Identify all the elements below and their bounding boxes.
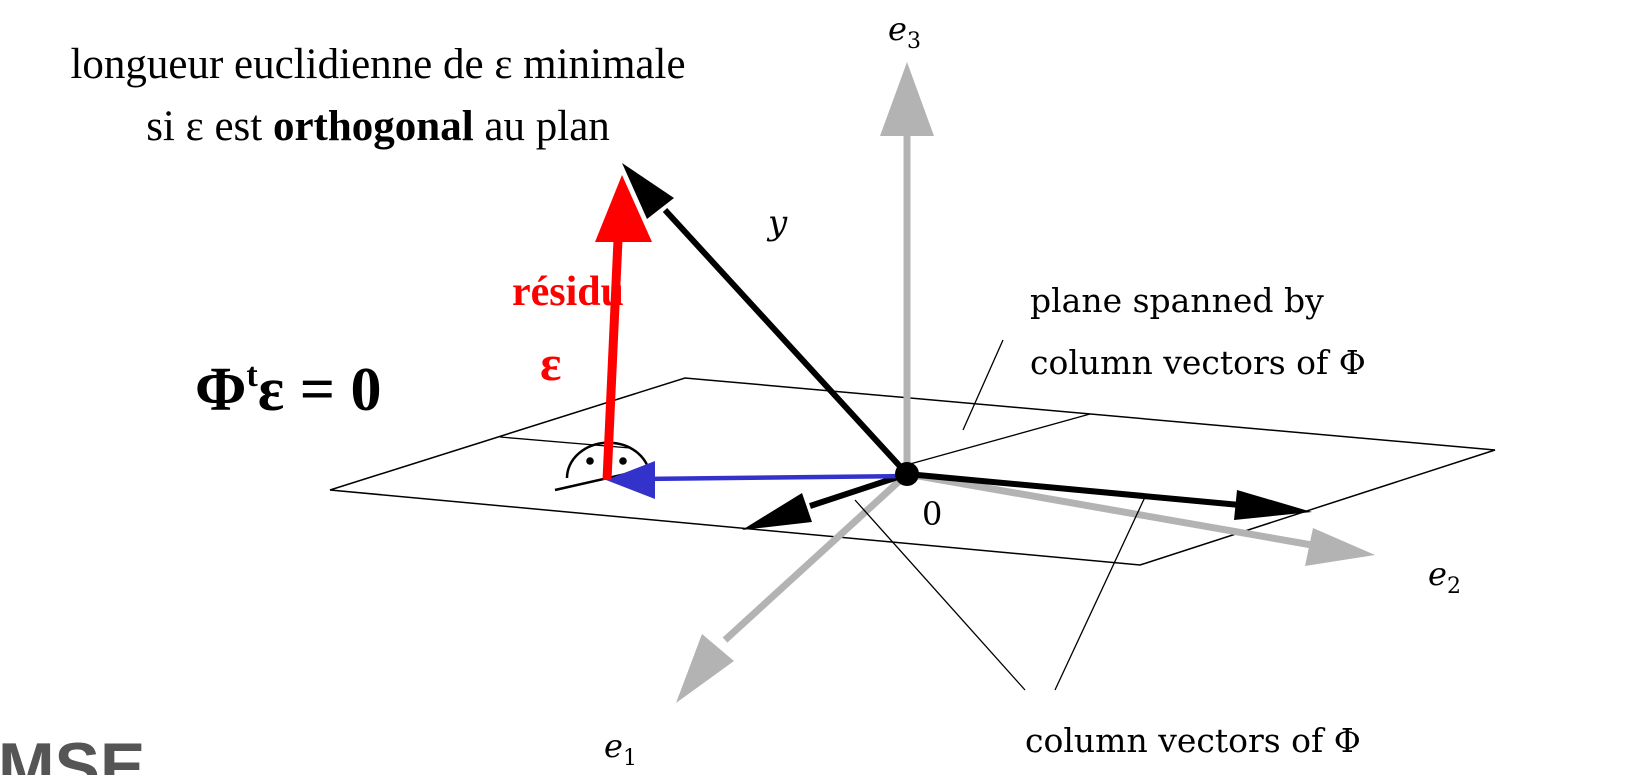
axis-e3-label: e3 — [888, 10, 921, 54]
column-vectors-label: column vectors of Φ — [1025, 721, 1361, 760]
caption-line-1: longueur euclidienne de ε minimale — [70, 41, 685, 88]
svg-text:MSE: MSE — [0, 729, 145, 775]
column-vector-right — [906, 471, 1312, 520]
origin-point — [895, 462, 919, 486]
origin-label: 0 — [922, 495, 942, 533]
residual-vector — [595, 175, 652, 481]
plane-guide-2 — [909, 413, 1091, 465]
axis-e1 — [676, 471, 910, 703]
column-leader-line-1 — [854, 499, 1026, 691]
vector-y — [622, 163, 910, 477]
column-vector-left — [742, 471, 908, 530]
axis-e1-label: e1 — [604, 727, 637, 771]
plane-label-line-1: plane spanned by — [1030, 281, 1324, 320]
residual-label: résidu — [512, 269, 624, 315]
axis-e3 — [880, 62, 934, 474]
column-leader-line-2 — [1054, 496, 1146, 691]
epsilon-label: ε — [540, 335, 561, 391]
plane-leader-line — [962, 339, 1004, 431]
axis-e2 — [906, 470, 1375, 566]
mse-logo: MSE — [0, 729, 210, 775]
vector-y-label: y — [766, 203, 788, 243]
orthogonality-equation: Φtε = 0 — [195, 356, 382, 424]
caption-line-2: si ε est orthogonal au plan — [146, 103, 610, 150]
plane-outline — [329, 377, 1496, 566]
axis-e2-label: e2 — [1428, 555, 1461, 599]
plane-label-line-2: column vectors of Φ — [1030, 343, 1366, 382]
projection-vector — [606, 461, 908, 499]
